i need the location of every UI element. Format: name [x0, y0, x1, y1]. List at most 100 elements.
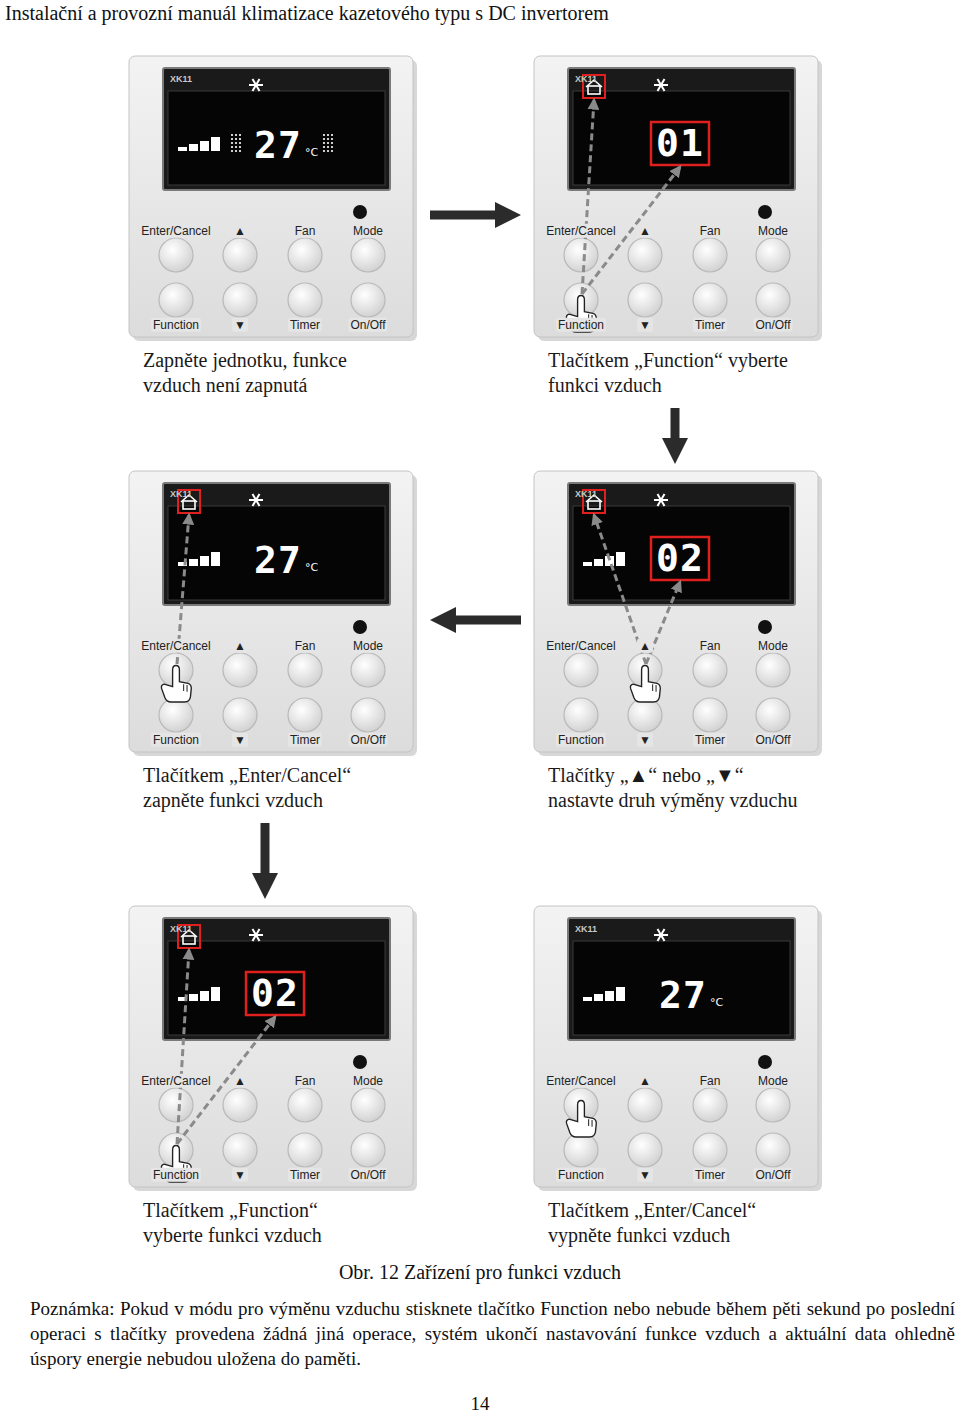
snowflake-stroke [253, 79, 260, 91]
page-number: 14 [455, 1393, 505, 1413]
running-header: Instalační a provozní manuál klimatizace… [5, 1, 955, 25]
airflow-dot [331, 142, 333, 144]
remote-panel: XK1127°CEnter/Cancel▲FanModeFunction▼Tim… [128, 55, 418, 404]
fan-speed-bars [178, 137, 220, 151]
fan-speed-bars [178, 987, 220, 1001]
button [223, 283, 257, 317]
button-label: On/Off [348, 1168, 387, 1182]
button [351, 283, 385, 317]
display-frame [568, 483, 795, 605]
button-label: ▼ [232, 1168, 248, 1182]
button-label: ▲ [637, 224, 653, 238]
house-body [588, 86, 600, 94]
airflow-dot [323, 134, 325, 136]
fan-bar [594, 994, 603, 1001]
button-label: Mode [351, 1074, 385, 1088]
airflow-dot [323, 146, 325, 148]
button-label: Fan [698, 1074, 723, 1088]
remote-controller-illustration [128, 905, 418, 1193]
airflow-dot [235, 146, 237, 148]
step-caption: Tlačítkem „Function“ vyberte funkci vzdu… [143, 1198, 373, 1248]
button [628, 283, 662, 317]
airflow-dot [327, 138, 329, 140]
button-label: Function [556, 1168, 606, 1182]
remote-panel: XK1127°CEnter/Cancel▲FanModeFunction▼Tim… [128, 470, 418, 819]
button-label: Mode [756, 639, 790, 653]
indicator-led [353, 205, 367, 219]
button-label: Timer [288, 1168, 322, 1182]
button [159, 1088, 193, 1122]
button [564, 698, 598, 732]
fan-bar [211, 987, 220, 1001]
house-body [183, 936, 195, 944]
display-frame [163, 68, 390, 190]
unit-label: °C [305, 562, 318, 573]
step-caption: Tlačítkem „Enter/Cancel“ vypněte funkci … [548, 1198, 814, 1248]
step-caption: Tlačítky „▲“ nebo „▼“ nastavte druh výmě… [548, 763, 814, 813]
button [693, 1133, 727, 1167]
model-label: XK11 [170, 925, 192, 934]
indicator-led [353, 1055, 367, 1069]
snowflake-stroke [253, 494, 260, 506]
snowflake-stroke [253, 929, 260, 941]
airflow-dot [323, 150, 325, 152]
button [223, 653, 257, 687]
snowflake-icon [249, 929, 263, 941]
remote-controller-illustration [533, 55, 823, 343]
fan-bar [200, 991, 209, 1001]
button-label: Timer [693, 318, 727, 332]
button [693, 283, 727, 317]
button-label: Mode [756, 224, 790, 238]
button-label: Function [556, 318, 606, 332]
airflow-dot [331, 146, 333, 148]
fan-bar [616, 552, 625, 566]
button-label: ▼ [637, 318, 653, 332]
snowflake-stroke [658, 929, 665, 941]
button [564, 238, 598, 272]
button-label: ▼ [637, 733, 653, 747]
panel-body [534, 56, 818, 337]
step-caption: Tlačítkem „Function“ vyberte funkci vzdu… [548, 348, 814, 398]
airflow-dot [327, 142, 329, 144]
remote-controller-illustration [128, 470, 418, 758]
button [288, 653, 322, 687]
panel-body [129, 471, 413, 752]
mode-code-readout: 01 [656, 124, 704, 162]
airflow-dot [327, 146, 329, 148]
hand-finger-lines [653, 684, 656, 692]
snowflake-stroke [253, 929, 260, 941]
button [288, 283, 322, 317]
highlight-box [651, 122, 709, 165]
fan-bar [583, 562, 592, 566]
fan-bar [178, 147, 187, 151]
airflow-dot [331, 134, 333, 136]
model-label: XK11 [575, 490, 597, 499]
remote-controller-illustration [533, 470, 823, 758]
airflow-dot [327, 134, 329, 136]
remote-controller-illustration [128, 55, 418, 343]
airflow-dot [239, 150, 241, 152]
button-label: Fan [698, 224, 723, 238]
snowflake-stroke [658, 494, 665, 506]
button [223, 238, 257, 272]
button [756, 653, 790, 687]
remote-panel: XK1102Enter/Cancel▲FanModeFunction▼Timer… [128, 905, 418, 1254]
panel-body [129, 56, 413, 337]
airflow-dot [331, 150, 333, 152]
airflow-dot [235, 150, 237, 152]
snowflake-icon [654, 494, 668, 506]
airflow-dot [323, 142, 325, 144]
button [351, 238, 385, 272]
airflow-dot [323, 138, 325, 140]
mode-code-readout: 02 [251, 974, 299, 1012]
airflow-dot [235, 138, 237, 140]
airflow-dot [327, 150, 329, 152]
snowflake-stroke [658, 79, 665, 91]
mode-code-readout: 02 [656, 539, 704, 577]
airflow-dot [235, 134, 237, 136]
button-label: ▲ [232, 1074, 248, 1088]
model-label: XK11 [170, 75, 192, 84]
flow-arrow [430, 211, 495, 220]
fan-bar [605, 991, 614, 1001]
